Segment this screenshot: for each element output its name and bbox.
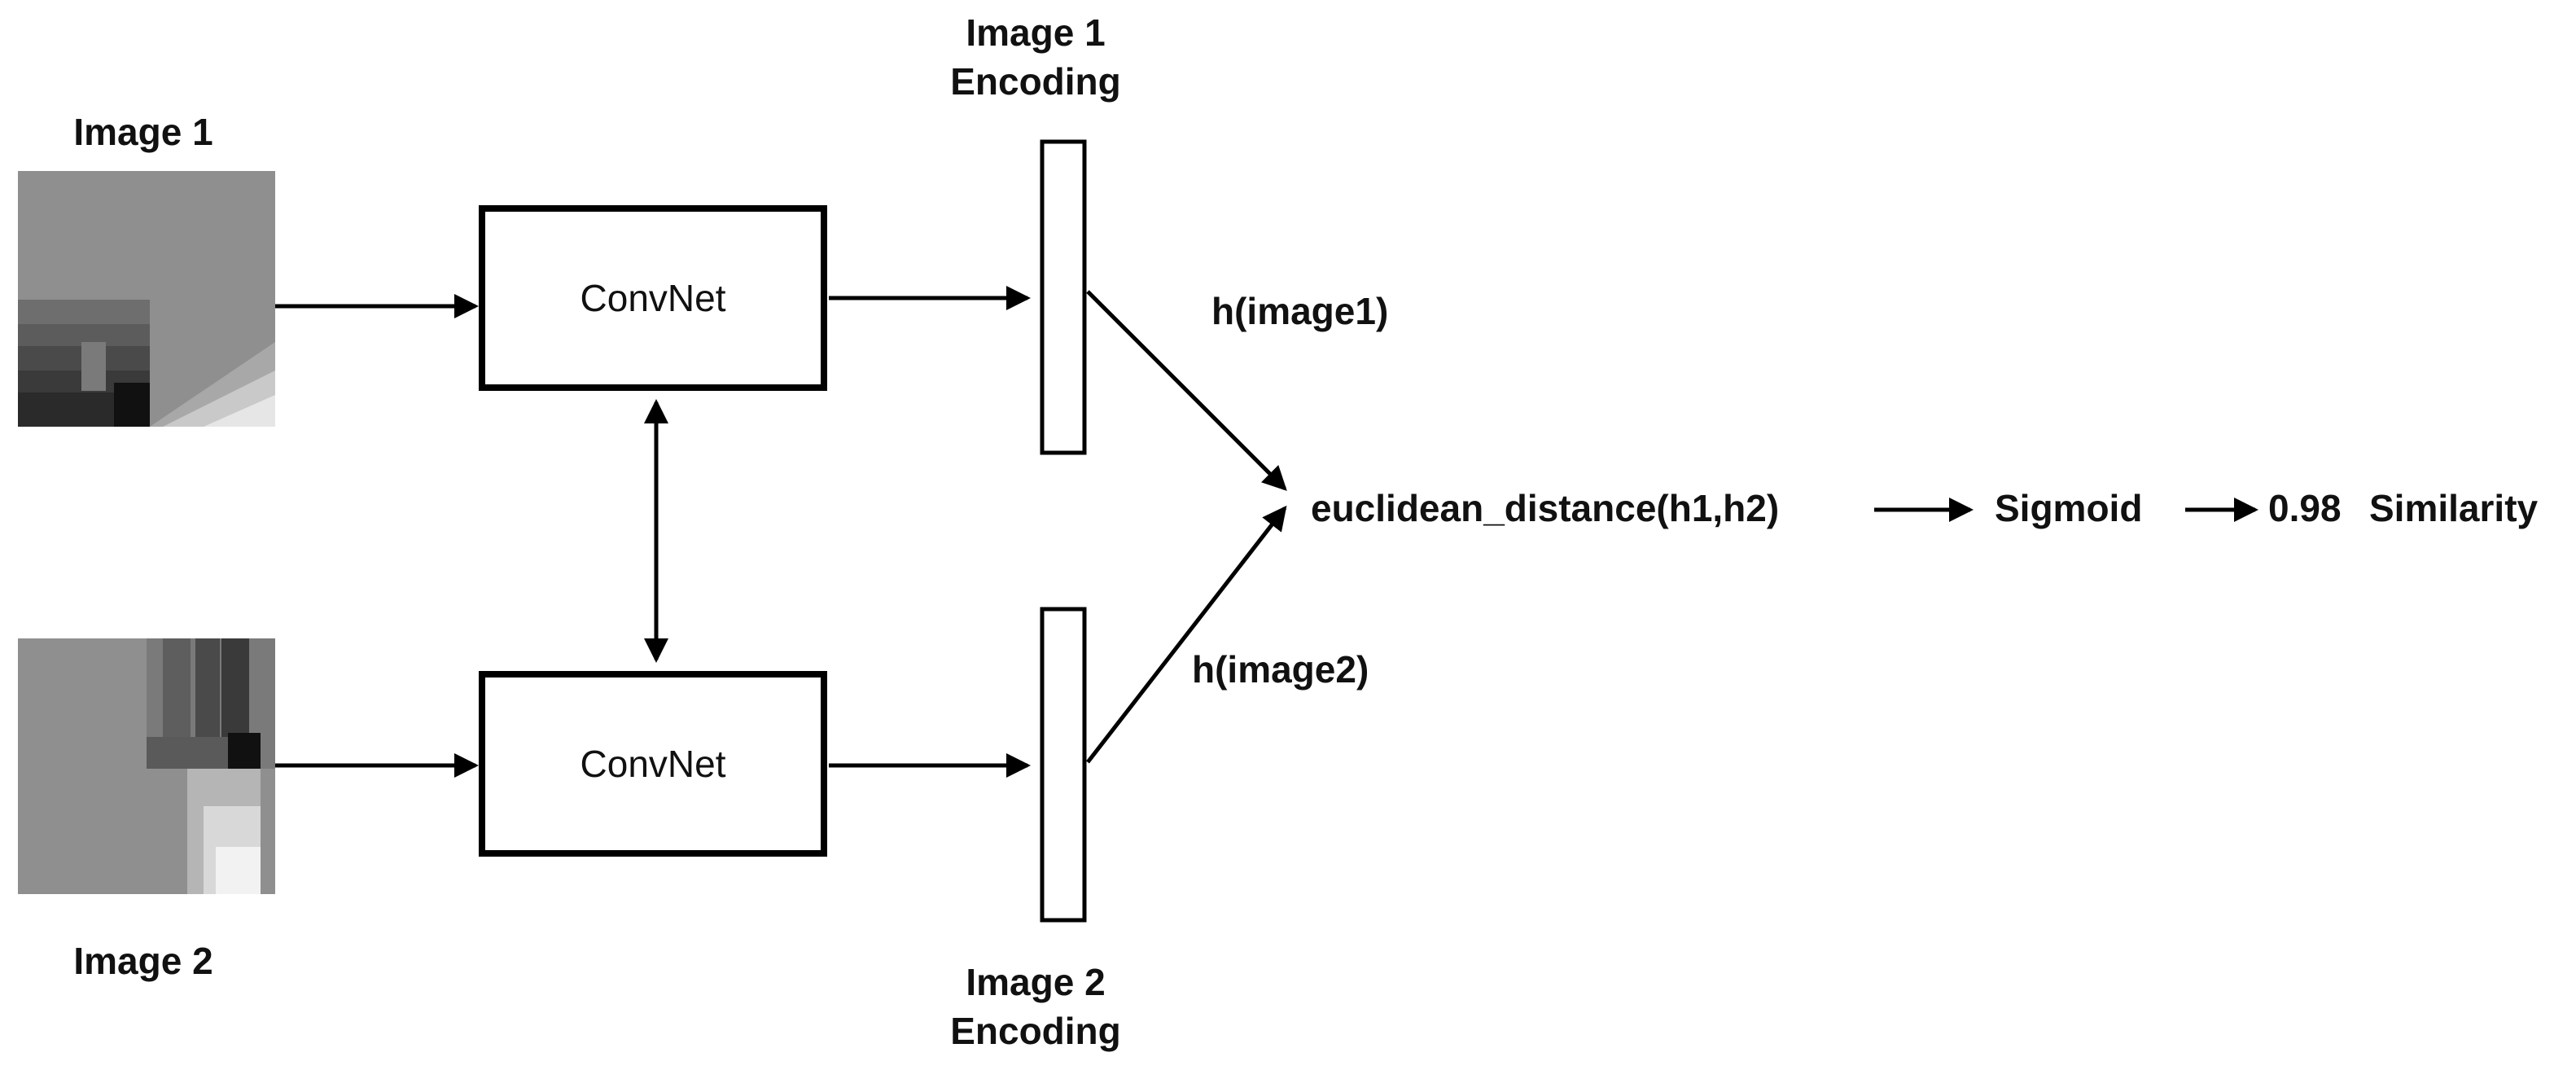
convnet-box-top: [479, 205, 827, 391]
convnet-top-label: ConvNet: [580, 277, 726, 319]
image-1-label: Image 1: [73, 111, 212, 153]
input-image-2: [18, 638, 275, 894]
encoding-1-title-line1: Image 1: [966, 11, 1105, 54]
euclidean-distance-label: euclidean_distance(h1,h2): [1311, 487, 1779, 529]
convnet-bottom-label: ConvNet: [580, 743, 726, 785]
encoding-1-title-line2: Encoding: [950, 60, 1121, 103]
encoding-vector-1: [1040, 139, 1087, 455]
convnet-box-bottom: [479, 671, 827, 857]
h-image2-label: h(image2): [1192, 648, 1369, 691]
input-image-1: [18, 171, 275, 427]
similarity-score-value: 0.98: [2268, 487, 2342, 529]
h-image1-label: h(image1): [1211, 290, 1388, 332]
arrow-encoding-1-to-distance: [1086, 290, 1287, 491]
encoding-2-title-line2: Encoding: [950, 1010, 1121, 1052]
arrow-encoding-2-to-distance: [1086, 505, 1287, 764]
sigmoid-label: Sigmoid: [1995, 487, 2142, 529]
encoding-2-title-line1: Image 2: [966, 961, 1105, 1003]
image-2-label: Image 2: [73, 940, 212, 982]
similarity-label: Similarity: [2369, 487, 2539, 529]
encoding-vector-2: [1040, 607, 1087, 923]
